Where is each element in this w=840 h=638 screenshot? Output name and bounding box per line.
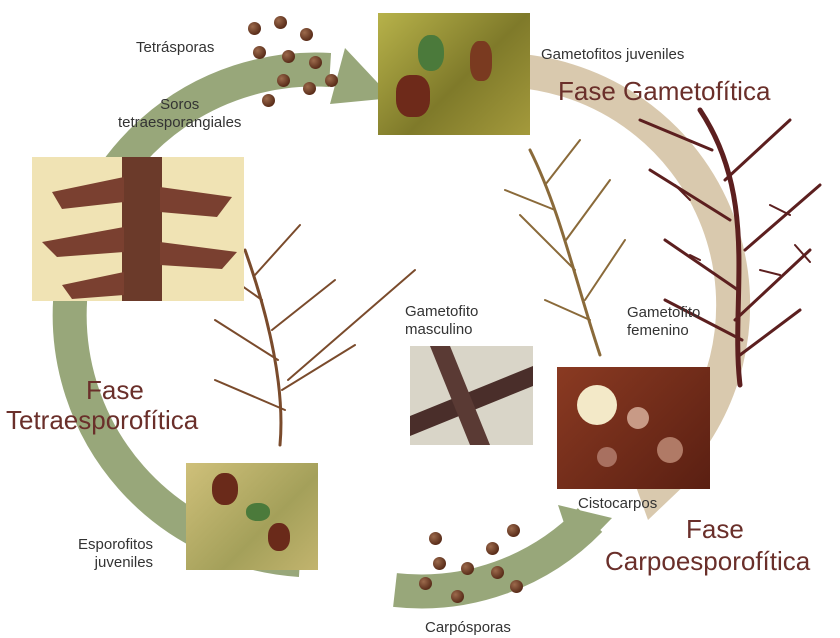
juvenile-gametophytes-photo [378, 13, 530, 135]
fase-carpoesporofitica-label-1: Fase [686, 514, 744, 544]
esporofitos-juveniles-label: Esporofitos juveniles [78, 536, 153, 572]
gametofito-masculino-label: Gametofito masculino [405, 303, 478, 339]
carposporas-label: Carpósporas [425, 619, 511, 637]
cistocarpos-label: Cistocarpos [578, 495, 657, 513]
gametofitos-juveniles-label: Gametofitos juveniles [541, 46, 684, 64]
fase-carpoesporofitica-label-2: Carpoesporofítica [605, 546, 810, 576]
cystocarps-photo [557, 367, 710, 489]
tetrasporangial-sori-photo [32, 157, 244, 301]
tetrasporas-label: Tetrásporas [136, 39, 214, 57]
male-gametophyte-photo [410, 346, 533, 445]
fase-gametofitica-label: Fase Gametofítica [558, 76, 770, 106]
gametofito-femenino-label: Gametofito femenino [627, 304, 700, 340]
soros-label: Soros tetraesporangiales [118, 96, 241, 132]
male-branches [410, 346, 533, 445]
fase-tetraesporofitica-label-1: Fase [86, 375, 144, 405]
juvenile-sporophytes-photo [186, 463, 318, 570]
fase-tetraesporofitica-label-2: Tetraesporofítica [6, 405, 198, 435]
sori-branch [32, 157, 244, 301]
male-gametophyte-alga [505, 140, 625, 355]
